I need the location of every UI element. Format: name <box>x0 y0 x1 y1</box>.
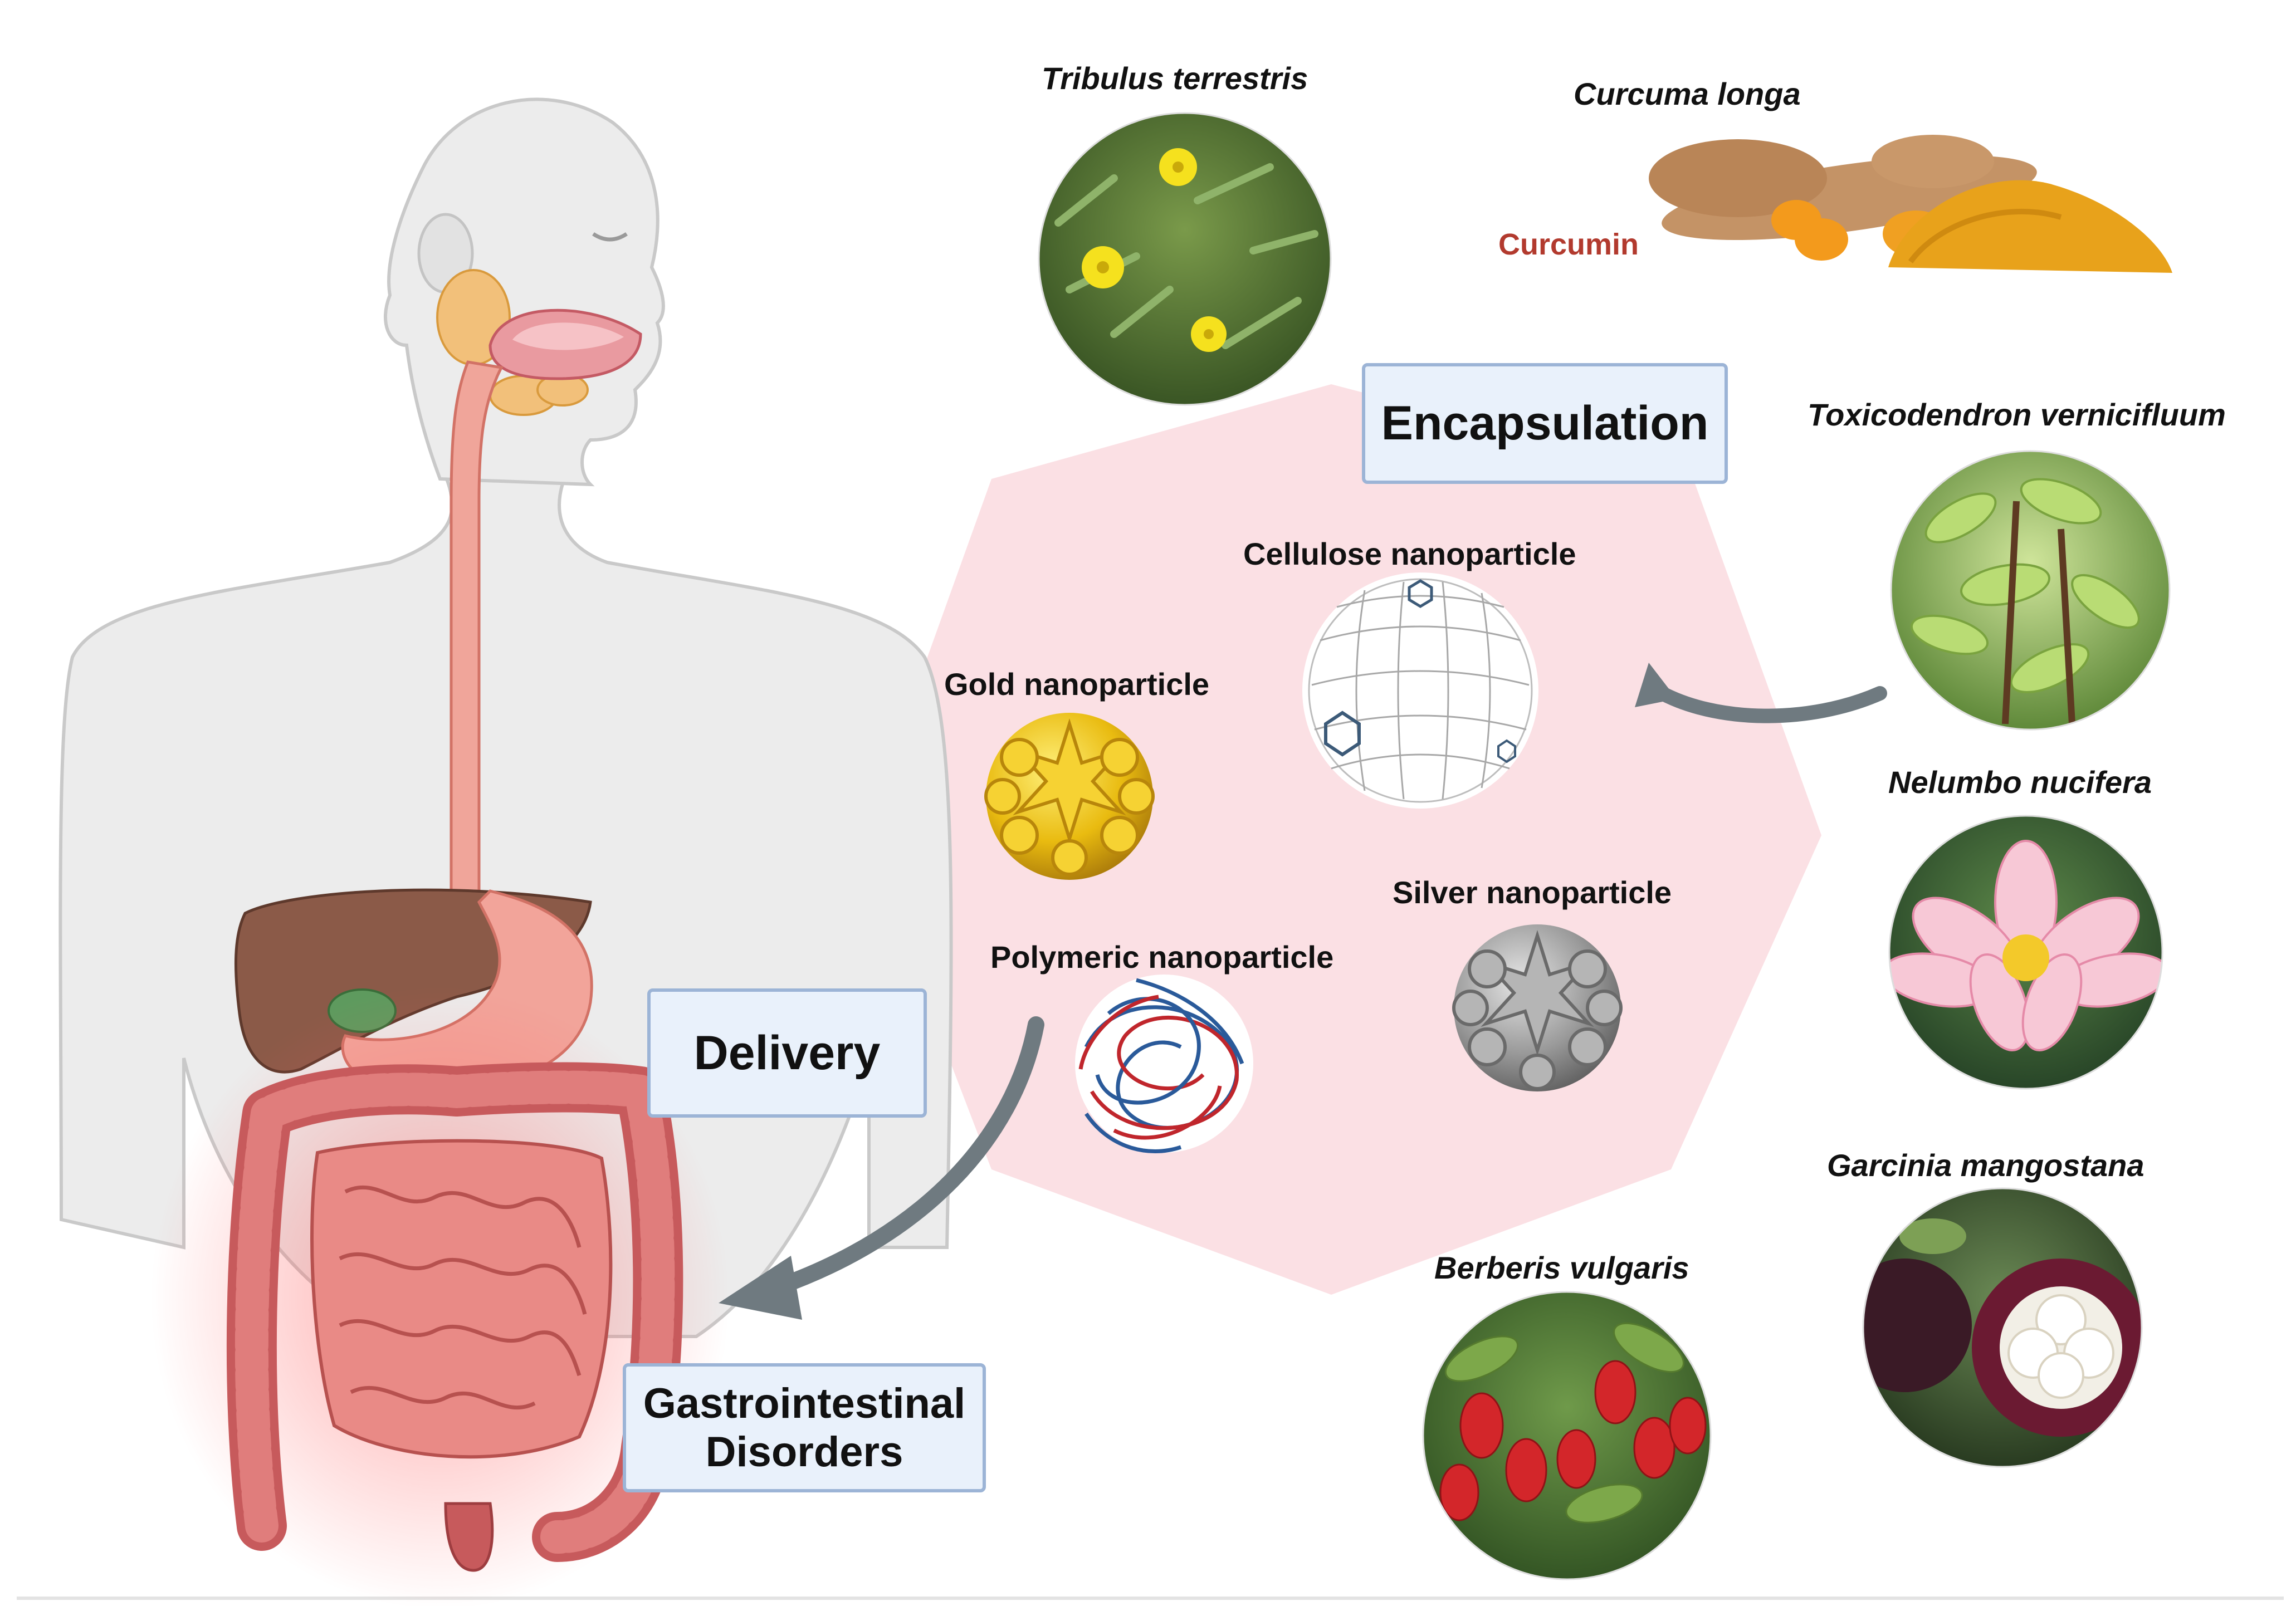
nelumbo-nucifera-photo <box>1889 816 2162 1089</box>
delivery-box: Delivery <box>647 988 927 1118</box>
polymeric-nanoparticle-graphic <box>1075 975 1253 1153</box>
gi-disorders-line1: Gastrointestinal <box>643 1379 966 1427</box>
arrow-delivery-to-gi <box>771 1016 1044 1295</box>
label-garcinia-mangostana: Garcinia mangostana <box>1827 1148 2144 1183</box>
toxicodendron-vernicifluum-photo <box>1891 451 2170 729</box>
label-curcuma-longa: Curcuma longa <box>1574 76 1801 111</box>
garcinia-mangostana-photo <box>1863 1188 2142 1467</box>
encapsulation-label: Encapsulation <box>1381 396 1709 450</box>
arrow-toxicodendron-to-cellulose <box>1650 683 1887 723</box>
label-berberis-vulgaris: Berberis vulgaris <box>1434 1250 1689 1285</box>
berberis-vulgaris-photo <box>1423 1292 1711 1579</box>
arrowhead-cellulose <box>1635 663 1677 707</box>
encapsulation-box: Encapsulation <box>1362 363 1728 484</box>
arrowhead-gi <box>719 1256 802 1320</box>
label-toxicodendron-vernicifluum: Toxicodendron vernicifluum <box>1808 397 2226 432</box>
label-cellulose-nanoparticle: Cellulose nanoparticle <box>1243 536 1576 571</box>
label-curcumin: Curcumin <box>1498 228 1639 261</box>
label-tribulus-terrestris: Tribulus terrestris <box>1042 61 1308 96</box>
gi-disorders-box: Gastrointestinal Disorders <box>623 1363 986 1492</box>
delivery-label: Delivery <box>693 1026 881 1080</box>
curcuma-longa-photo <box>1649 135 2172 273</box>
cellulose-nanoparticle-graphic <box>1302 572 1538 809</box>
label-nelumbo-nucifera: Nelumbo nucifera <box>1888 765 2152 800</box>
gi-disorders-line2: Disorders <box>705 1428 903 1476</box>
tribulus-terrestris-photo <box>1039 113 1331 405</box>
gold-nanoparticle-graphic <box>984 713 1155 880</box>
label-gold-nanoparticle: Gold nanoparticle <box>944 667 1210 702</box>
label-silver-nanoparticle: Silver nanoparticle <box>1393 875 1672 910</box>
silver-nanoparticle-graphic <box>1452 924 1623 1091</box>
label-polymeric-nanoparticle: Polymeric nanoparticle <box>990 939 1334 975</box>
